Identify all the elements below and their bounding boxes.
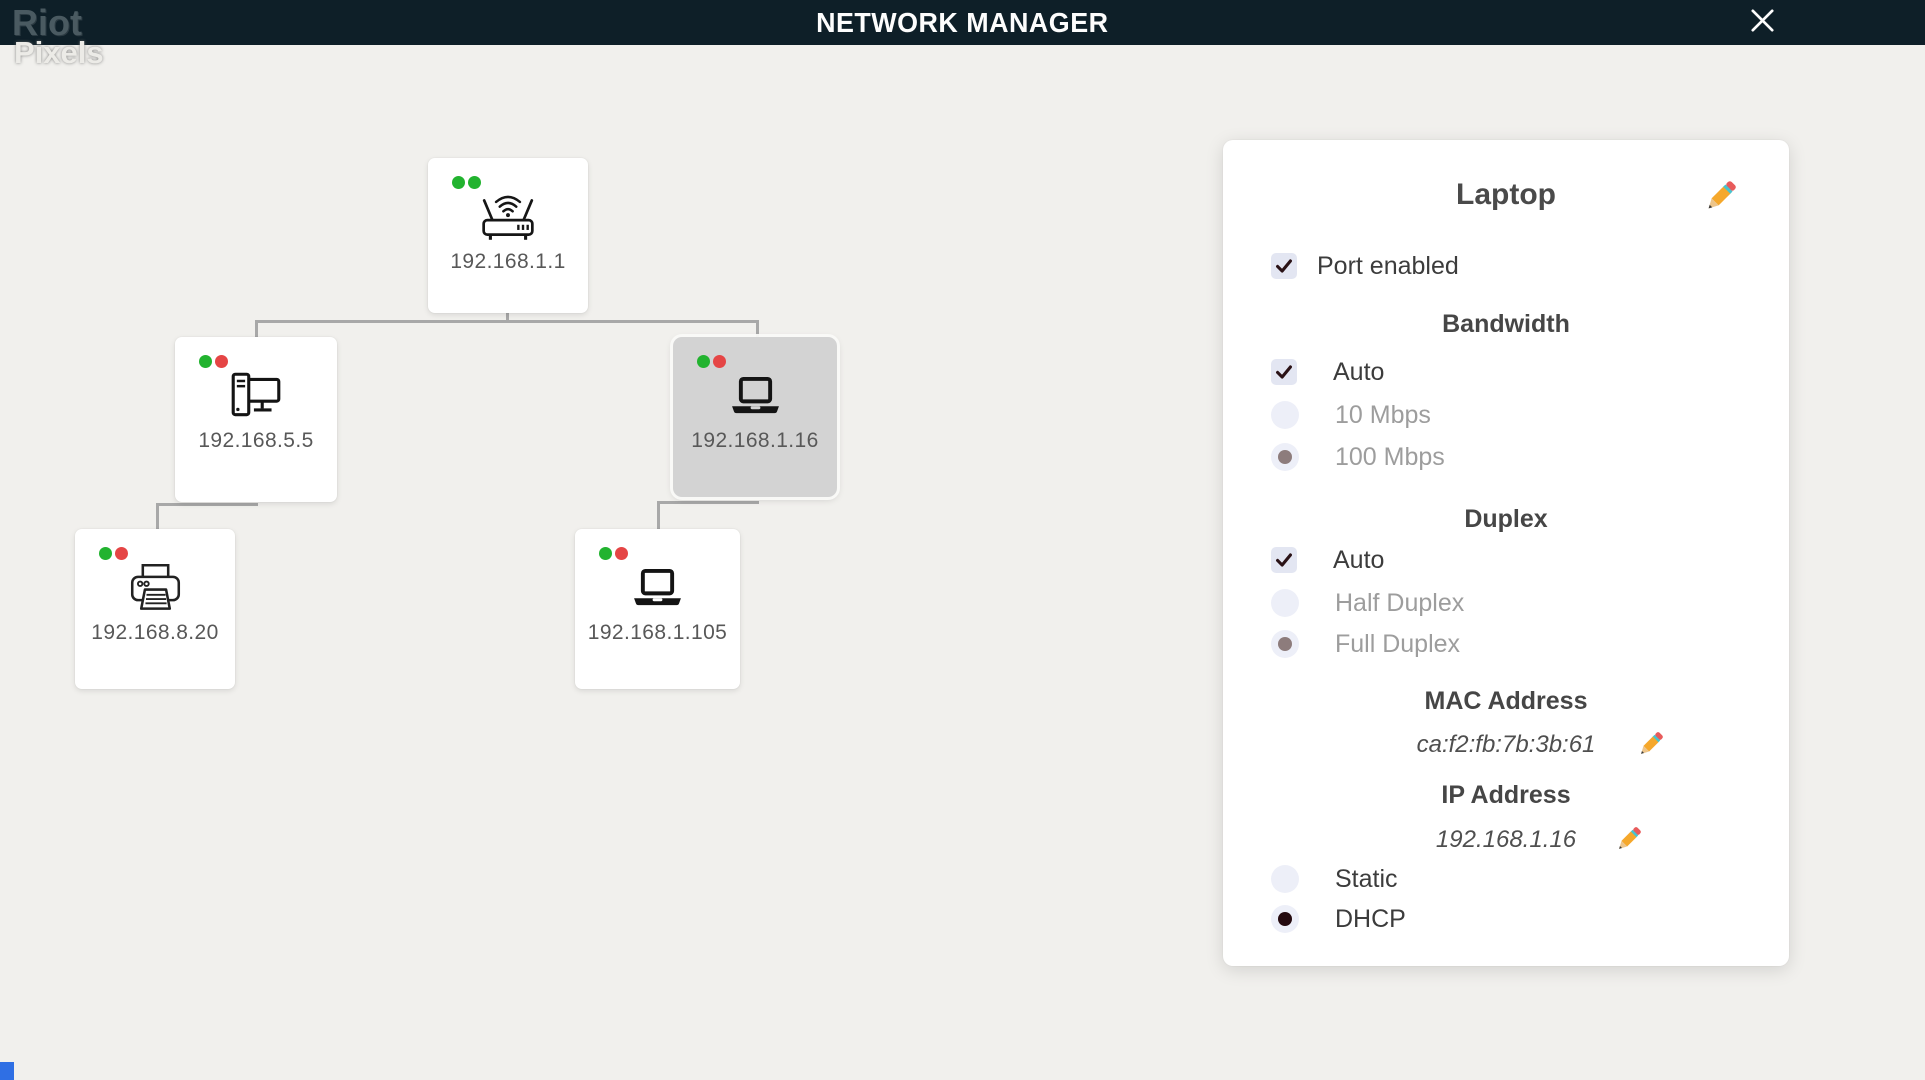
status-dots: [199, 355, 228, 368]
duplex-auto-label[interactable]: Auto: [1333, 545, 1385, 574]
ip-mode-dhcp-label[interactable]: DHCP: [1335, 904, 1406, 933]
duplex-full-row: Full Duplex: [1223, 629, 1789, 659]
port-enabled-label[interactable]: Port enabled: [1317, 251, 1459, 280]
printer-icon: [75, 559, 235, 617]
title-bar: NETWORK MANAGER: [0, 0, 1925, 45]
duplex-heading: Duplex: [1464, 505, 1548, 533]
ip-mode-dhcp-radio[interactable]: [1271, 905, 1299, 933]
duplex-half-row: Half Duplex: [1223, 588, 1789, 618]
wifi-router-icon: [428, 188, 588, 246]
bandwidth-auto-checkbox[interactable]: [1271, 359, 1297, 385]
device-title: Laptop: [1456, 178, 1556, 211]
status-dot-green: [99, 547, 112, 560]
page-title: NETWORK MANAGER: [816, 6, 1109, 38]
mac-address-value: ca:f2:fb:7b:3b:61: [1416, 731, 1596, 758]
status-dots: [99, 547, 128, 560]
status-dots: [697, 355, 726, 368]
bandwidth-auto-label[interactable]: Auto: [1333, 357, 1385, 386]
edit-ip-pencil-icon[interactable]: [1613, 823, 1645, 855]
desktop-pc-icon: [175, 367, 337, 425]
connector-line: [506, 312, 509, 323]
bandwidth-heading: Bandwidth: [1442, 310, 1570, 338]
bandwidth-auto-row: Auto: [1223, 357, 1789, 387]
bandwidth-10mbps-row: 10 Mbps: [1223, 400, 1789, 430]
node-desktop[interactable]: 192.168.5.5: [175, 337, 337, 502]
status-dot-green: [599, 547, 612, 560]
duplex-half-label[interactable]: Half Duplex: [1335, 588, 1465, 617]
laptop-icon: [673, 367, 837, 425]
connector-line: [156, 503, 159, 529]
connector-line: [156, 503, 258, 506]
duplex-auto-row: Auto: [1223, 545, 1789, 575]
bandwidth-100mbps-label[interactable]: 100 Mbps: [1335, 442, 1445, 471]
status-dot-red: [115, 547, 128, 560]
status-dot-green: [697, 355, 710, 368]
duplex-half-radio[interactable]: [1271, 589, 1299, 617]
node-ip-label: 192.168.1.16: [691, 429, 819, 452]
bandwidth-10mbps-radio[interactable]: [1271, 401, 1299, 429]
device-details-panel: Laptop Port enabled Bandwidth: [1223, 140, 1789, 966]
ip-mode-dhcp-row: DHCP: [1223, 904, 1789, 934]
close-button[interactable]: [1734, 4, 1790, 42]
edit-name-pencil-icon[interactable]: [1701, 176, 1741, 216]
status-dot-green: [468, 176, 481, 189]
connector-line: [657, 501, 759, 504]
node-ip-label: 192.168.1.1: [450, 250, 566, 273]
port-enabled-row: Port enabled: [1223, 251, 1789, 281]
node-printer[interactable]: 192.168.8.20: [75, 529, 235, 689]
node-ip-label: 192.168.5.5: [198, 429, 314, 452]
status-dot-red: [615, 547, 628, 560]
duplex-auto-checkbox[interactable]: [1271, 547, 1297, 573]
port-enabled-checkbox[interactable]: [1271, 253, 1297, 279]
ip-mode-static-label[interactable]: Static: [1335, 864, 1398, 893]
connector-line: [657, 501, 660, 529]
connector-line: [756, 322, 759, 337]
node-laptop-selected[interactable]: 192.168.1.16: [673, 337, 837, 497]
connector-line: [255, 320, 759, 323]
node-laptop2[interactable]: 192.168.1.105: [575, 529, 740, 689]
status-dot-green: [199, 355, 212, 368]
ip-mode-static-row: Static: [1223, 864, 1789, 894]
bandwidth-100mbps-radio[interactable]: [1271, 443, 1299, 471]
status-dots: [452, 176, 481, 189]
duplex-full-radio[interactable]: [1271, 630, 1299, 658]
bandwidth-100mbps-row: 100 Mbps: [1223, 442, 1789, 472]
status-dot-red: [215, 355, 228, 368]
ip-address-value: 192.168.1.16: [1435, 826, 1577, 853]
mac-address-heading: MAC Address: [1424, 687, 1588, 715]
close-icon: [1747, 5, 1778, 41]
status-dot-green: [452, 176, 465, 189]
status-dot-red: [713, 355, 726, 368]
edit-mac-pencil-icon[interactable]: [1635, 728, 1667, 760]
corner-artifact: [0, 1062, 14, 1080]
duplex-full-label[interactable]: Full Duplex: [1335, 629, 1461, 658]
bandwidth-10mbps-label[interactable]: 10 Mbps: [1335, 400, 1431, 429]
ip-mode-static-radio[interactable]: [1271, 865, 1299, 893]
node-ip-label: 192.168.8.20: [91, 621, 219, 644]
connector-line: [255, 322, 258, 337]
node-ip-label: 192.168.1.105: [587, 621, 728, 644]
laptop-icon: [575, 559, 740, 617]
node-router[interactable]: 192.168.1.1: [428, 158, 588, 313]
ip-address-heading: IP Address: [1441, 781, 1571, 809]
status-dots: [599, 547, 628, 560]
